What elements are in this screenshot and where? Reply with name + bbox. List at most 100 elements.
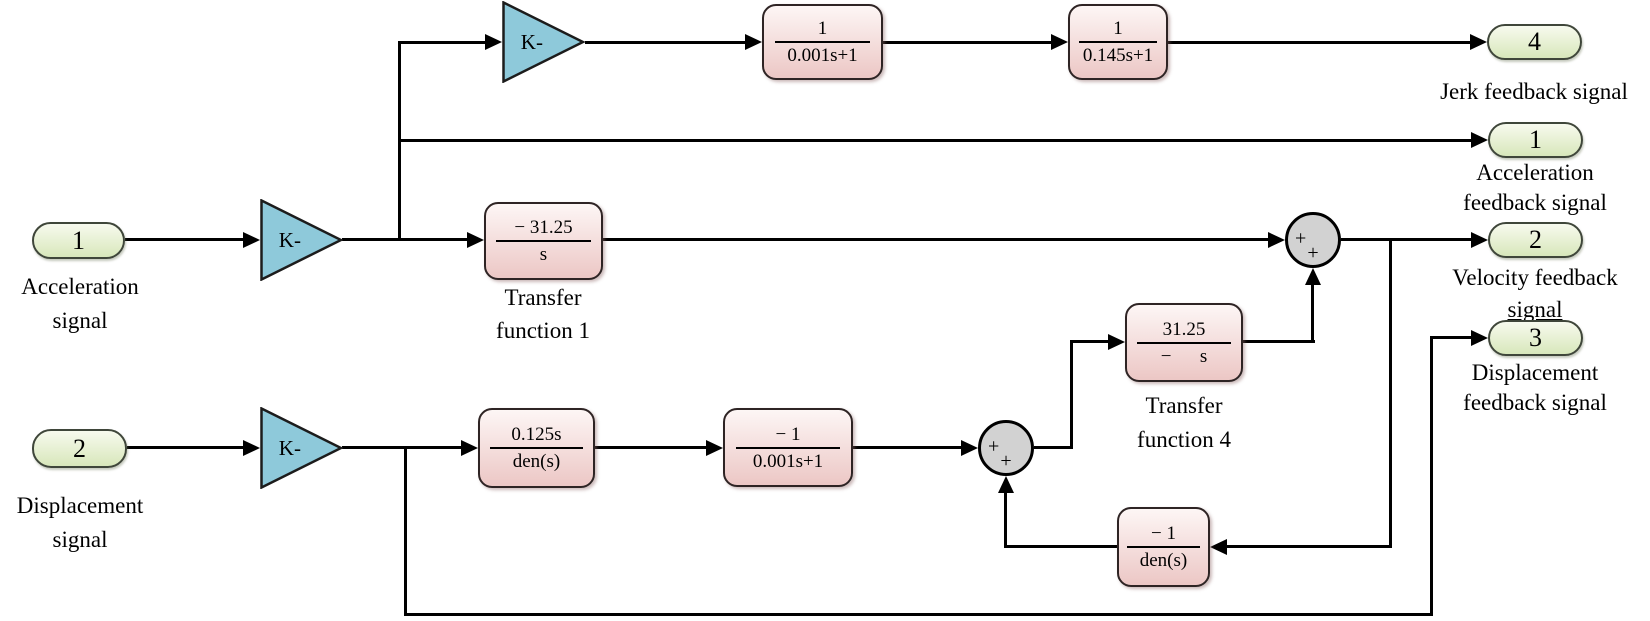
arrowhead-outaccel-in xyxy=(1471,132,1488,148)
arrowhead-lp1-in xyxy=(745,34,762,50)
sum-sign-left: + xyxy=(1295,227,1307,250)
tf1-caption: Transfer function 1 xyxy=(496,285,590,343)
inport-acceleration: 1 xyxy=(32,222,125,259)
numerator: 1 xyxy=(817,18,828,39)
wire-disp-branch-vertical xyxy=(404,446,407,616)
arrowhead-sumvel-bottom-in xyxy=(1305,268,1321,285)
arrowhead-tf1-in xyxy=(467,232,484,248)
gain-block-acceleration: K- xyxy=(260,199,343,281)
wire-displp-to-sumdisp xyxy=(853,446,963,449)
numerator: − 1 xyxy=(1151,523,1176,544)
wire-denfb-out-horizontal xyxy=(1006,545,1117,548)
fraction-bar xyxy=(496,240,591,242)
wire-hp-to-displp xyxy=(595,446,710,449)
inport-displacement-number: 2 xyxy=(73,433,86,463)
tf-block-den-feedback: − 1 den(s) xyxy=(1117,507,1210,587)
outport-acceleration-label: Acceleration feedback signal xyxy=(1463,160,1607,215)
wire-tf4-out-horizontal xyxy=(1243,340,1315,343)
sum-sign-left: + xyxy=(988,435,1000,458)
inport-displacement: 2 xyxy=(32,429,127,468)
wire-gainjerk-to-lp1 xyxy=(585,41,747,44)
numerator: − 31.25 xyxy=(514,217,573,238)
arrowhead-outvel-in xyxy=(1471,232,1488,248)
denominator: 0.145s+1 xyxy=(1082,45,1154,66)
arrowhead-sumdisp-left-in xyxy=(961,440,978,456)
arrowhead-denfb-in xyxy=(1210,539,1227,555)
sum-block-velocity: + + xyxy=(1285,212,1341,268)
sum-sign-bottom: + xyxy=(1000,450,1012,472)
wire-tf1-to-sumvel xyxy=(603,238,1270,241)
outport-displacement-number: 3 xyxy=(1529,323,1542,352)
tf-block-transfer-function-1: − 31.25 s xyxy=(484,202,603,280)
arrowhead-outdisp-in xyxy=(1471,330,1488,346)
wire-gaindisp-to-hp xyxy=(342,446,463,449)
wire-branch-to-gainjerk xyxy=(400,41,487,44)
outport-displacement: 3 xyxy=(1488,320,1583,356)
tf-block-jerk-lp2: 1 0.145s+1 xyxy=(1068,4,1168,80)
inport-acceleration-number: 1 xyxy=(72,225,85,255)
denominator: s xyxy=(539,244,548,265)
numerator: − 1 xyxy=(775,423,801,445)
wire-inaccel-to-gain xyxy=(125,238,245,241)
gain-block-displacement: K- xyxy=(260,407,343,489)
outport-jerk-label: Jerk feedback signal xyxy=(1440,79,1628,104)
outport-velocity: 2 xyxy=(1488,222,1583,258)
tf-block-transfer-function-4: 31.25 − s xyxy=(1125,303,1243,382)
denominator: 0.001s+1 xyxy=(787,45,858,66)
wire-accel-branch-vertical xyxy=(398,41,401,240)
wire-up-to-tf4 xyxy=(1070,340,1110,343)
wire-indisp-to-gain xyxy=(127,446,245,449)
fraction-bar xyxy=(1137,341,1231,344)
tf4-caption: Transfer function 4 xyxy=(1137,393,1231,452)
denominator: − s xyxy=(1160,345,1208,367)
wire-bottom-feedback-horizontal xyxy=(404,613,1433,616)
inport-acceleration-label: Acceleration signal xyxy=(21,274,139,333)
outport-velocity-number: 2 xyxy=(1529,225,1542,254)
outport-jerk: 4 xyxy=(1487,24,1582,60)
outport-jerk-number: 4 xyxy=(1528,27,1541,56)
wire-sumdisp-out xyxy=(1034,446,1072,449)
arrowhead-gaindisp-in xyxy=(243,440,260,456)
arrowhead-hp-in xyxy=(461,440,478,456)
wire-vel-branch-vertical xyxy=(1389,239,1392,548)
arrowhead-outjerk-in xyxy=(1470,34,1487,50)
wire-tf4-up-to-sumvel xyxy=(1311,282,1314,343)
outport-acceleration-number: 1 xyxy=(1529,125,1542,154)
wire-velbranch-to-denfb xyxy=(1225,545,1391,548)
wire-gainaccel-to-tf1 xyxy=(342,238,470,241)
outport-acceleration: 1 xyxy=(1488,122,1583,158)
arrowhead-gainjerk-in xyxy=(485,34,502,50)
wire-denfb-up-to-sumdisp xyxy=(1004,490,1007,548)
gain-displacement-label: K- xyxy=(278,435,301,460)
fraction-bar xyxy=(490,447,583,449)
wire-branch-to-outaccel xyxy=(400,139,1473,142)
gain-block-jerk: K- xyxy=(502,1,585,83)
outport-displacement-label: Displacement feedback signal xyxy=(1463,360,1607,415)
numerator: 0.125s xyxy=(511,424,562,445)
gain-acceleration-label: K- xyxy=(278,227,301,252)
wire-sumdisp-up-vertical xyxy=(1070,342,1073,449)
outport-velocity-label: Velocity feedback signal xyxy=(1452,265,1618,322)
fraction-bar xyxy=(736,446,840,449)
arrowhead-lp2-in xyxy=(1051,34,1068,50)
wire-to-outdisp-horizontal xyxy=(1430,336,1477,339)
wire-up-to-outdisp-vertical xyxy=(1430,338,1433,616)
arrowhead-sumdisp-bottom-in xyxy=(998,476,1014,493)
denominator: den(s) xyxy=(1139,550,1188,571)
wire-sumvel-to-outvel xyxy=(1341,238,1473,241)
inport-displacement-label: Displacement signal xyxy=(16,493,144,552)
denominator: den(s) xyxy=(512,451,561,472)
arrowhead-displp-in xyxy=(706,440,723,456)
wire-lp2-to-outjerk xyxy=(1167,41,1472,44)
fraction-bar xyxy=(1078,41,1158,43)
arrowhead-sumvel-left-in xyxy=(1268,232,1285,248)
arrowhead-gainaccel-in xyxy=(243,232,260,248)
tf-block-displacement-hp: 0.125s den(s) xyxy=(478,408,595,488)
tf-block-jerk-lp1: 1 0.001s+1 xyxy=(762,4,883,80)
gain-jerk-label: K- xyxy=(520,29,543,54)
numerator: 31.25 xyxy=(1162,318,1206,340)
wire-lp1-to-lp2 xyxy=(883,41,1053,44)
tf-block-displacement-lp: − 1 0.001s+1 xyxy=(723,408,853,487)
fraction-bar xyxy=(774,41,871,43)
